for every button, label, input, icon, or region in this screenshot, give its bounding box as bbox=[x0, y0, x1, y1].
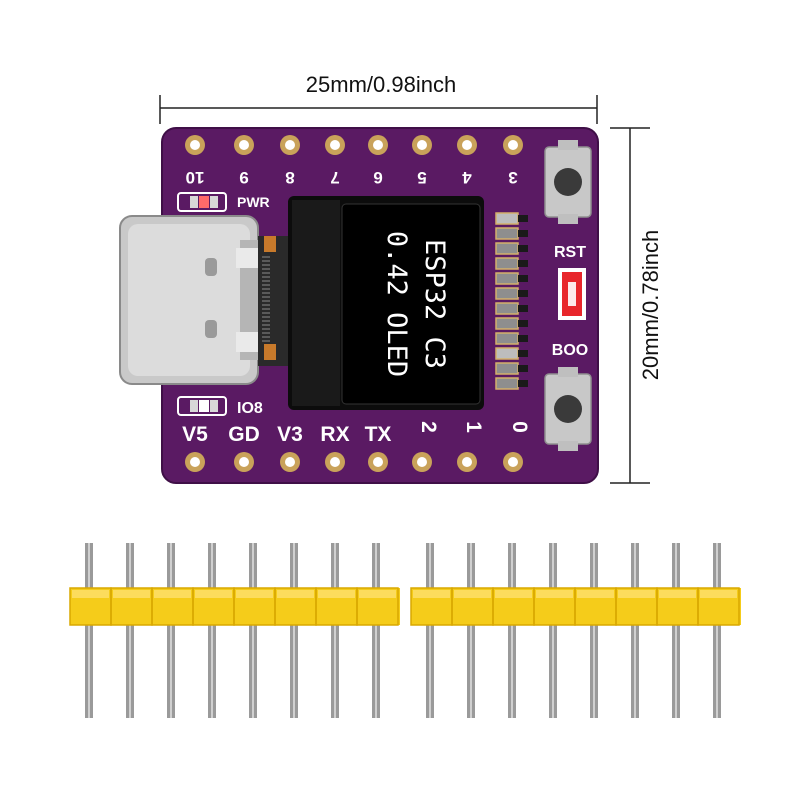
height-dimension: 20mm/0.78inch bbox=[610, 127, 663, 484]
bottom-pad bbox=[325, 452, 345, 472]
top-pin-label: 10 bbox=[186, 168, 205, 187]
smd-component bbox=[495, 332, 528, 345]
top-pin-label: 7 bbox=[330, 168, 339, 187]
passive-components bbox=[495, 212, 528, 390]
bottom-pad bbox=[185, 452, 205, 472]
header-pin bbox=[167, 543, 175, 718]
header-plastic bbox=[410, 587, 741, 626]
boot-button[interactable] bbox=[544, 367, 592, 451]
top-pad bbox=[185, 135, 205, 155]
smd-component bbox=[495, 212, 528, 225]
bottom-pin-labels: V5 GD V3 RX TX 2 1 0 bbox=[182, 421, 531, 446]
red-chip bbox=[558, 268, 586, 320]
rst-label: RST bbox=[554, 244, 586, 261]
bottom-pin-label: V3 bbox=[277, 423, 303, 446]
height-label: 20mm/0.78inch bbox=[638, 230, 663, 380]
smd-component bbox=[495, 302, 528, 315]
header-pin bbox=[713, 543, 721, 718]
io8-led bbox=[177, 396, 227, 416]
top-pad bbox=[368, 135, 388, 155]
header-pin bbox=[208, 543, 216, 718]
smd-component bbox=[495, 377, 528, 390]
bottom-pin-header-pads bbox=[185, 452, 523, 472]
header-pin bbox=[372, 543, 380, 718]
header-pin bbox=[426, 543, 434, 718]
pwr-label: PWR bbox=[237, 194, 270, 210]
top-pin-label: 5 bbox=[417, 168, 426, 187]
bottom-pin-label: V5 bbox=[182, 423, 208, 446]
width-dimension: 25mm/0.98inch bbox=[159, 72, 598, 124]
top-pin-label: 4 bbox=[462, 168, 472, 187]
header-pin bbox=[249, 543, 257, 718]
top-pad bbox=[412, 135, 432, 155]
bottom-pad bbox=[412, 452, 432, 472]
top-pin-label: 3 bbox=[508, 168, 517, 187]
header-pin bbox=[290, 543, 298, 718]
top-pin-label: 8 bbox=[285, 168, 294, 187]
header-pin bbox=[331, 543, 339, 718]
oled-line-2: 0.42 OLED bbox=[381, 231, 412, 377]
smd-component bbox=[495, 287, 528, 300]
bottom-pin-label: 2 bbox=[417, 421, 440, 433]
top-pin-label: 6 bbox=[373, 168, 382, 187]
bottom-pin-label: GD bbox=[228, 423, 260, 446]
male-pin-headers bbox=[69, 543, 741, 718]
smd-component bbox=[495, 317, 528, 330]
header-plastic bbox=[69, 587, 400, 626]
bottom-pin-label: RX bbox=[320, 423, 349, 446]
header-pin bbox=[508, 543, 516, 718]
smd-component bbox=[495, 362, 528, 375]
header-pin bbox=[590, 543, 598, 718]
boot-label: BOO bbox=[552, 342, 588, 359]
header-pin bbox=[672, 543, 680, 718]
top-pin-labels: 10 9 8 7 6 5 4 3 bbox=[186, 168, 518, 187]
header-pin bbox=[631, 543, 639, 718]
oled-display: ESP32 C3 0.42 OLED bbox=[288, 196, 484, 410]
pin-header-strip bbox=[410, 543, 741, 718]
smd-component bbox=[495, 227, 528, 240]
header-pin bbox=[126, 543, 134, 718]
top-pad bbox=[457, 135, 477, 155]
bottom-pad bbox=[503, 452, 523, 472]
bottom-pad bbox=[368, 452, 388, 472]
bottom-pad bbox=[280, 452, 300, 472]
bottom-pin-label: TX bbox=[365, 423, 392, 446]
width-label: 25mm/0.98inch bbox=[306, 72, 456, 97]
top-pad bbox=[234, 135, 254, 155]
top-pin-header-pads bbox=[185, 135, 523, 155]
top-pad bbox=[280, 135, 300, 155]
bottom-pad bbox=[234, 452, 254, 472]
smd-component bbox=[495, 242, 528, 255]
header-pin bbox=[85, 543, 93, 718]
bottom-pin-label: 0 bbox=[508, 421, 531, 433]
bottom-pad bbox=[457, 452, 477, 472]
smd-component bbox=[495, 272, 528, 285]
top-pin-label: 9 bbox=[239, 168, 248, 187]
pwr-led bbox=[177, 192, 227, 212]
top-pad bbox=[325, 135, 345, 155]
oled-line-1: ESP32 C3 bbox=[419, 239, 450, 369]
header-pin bbox=[467, 543, 475, 718]
rst-button[interactable] bbox=[544, 140, 592, 224]
pin-header-strip bbox=[69, 543, 400, 718]
usb-c-connector bbox=[119, 215, 266, 385]
smd-component bbox=[495, 347, 528, 360]
header-pin bbox=[549, 543, 557, 718]
top-pad bbox=[503, 135, 523, 155]
io8-label: IO8 bbox=[237, 400, 263, 417]
smd-component bbox=[495, 257, 528, 270]
bottom-pin-label: 1 bbox=[462, 421, 485, 433]
